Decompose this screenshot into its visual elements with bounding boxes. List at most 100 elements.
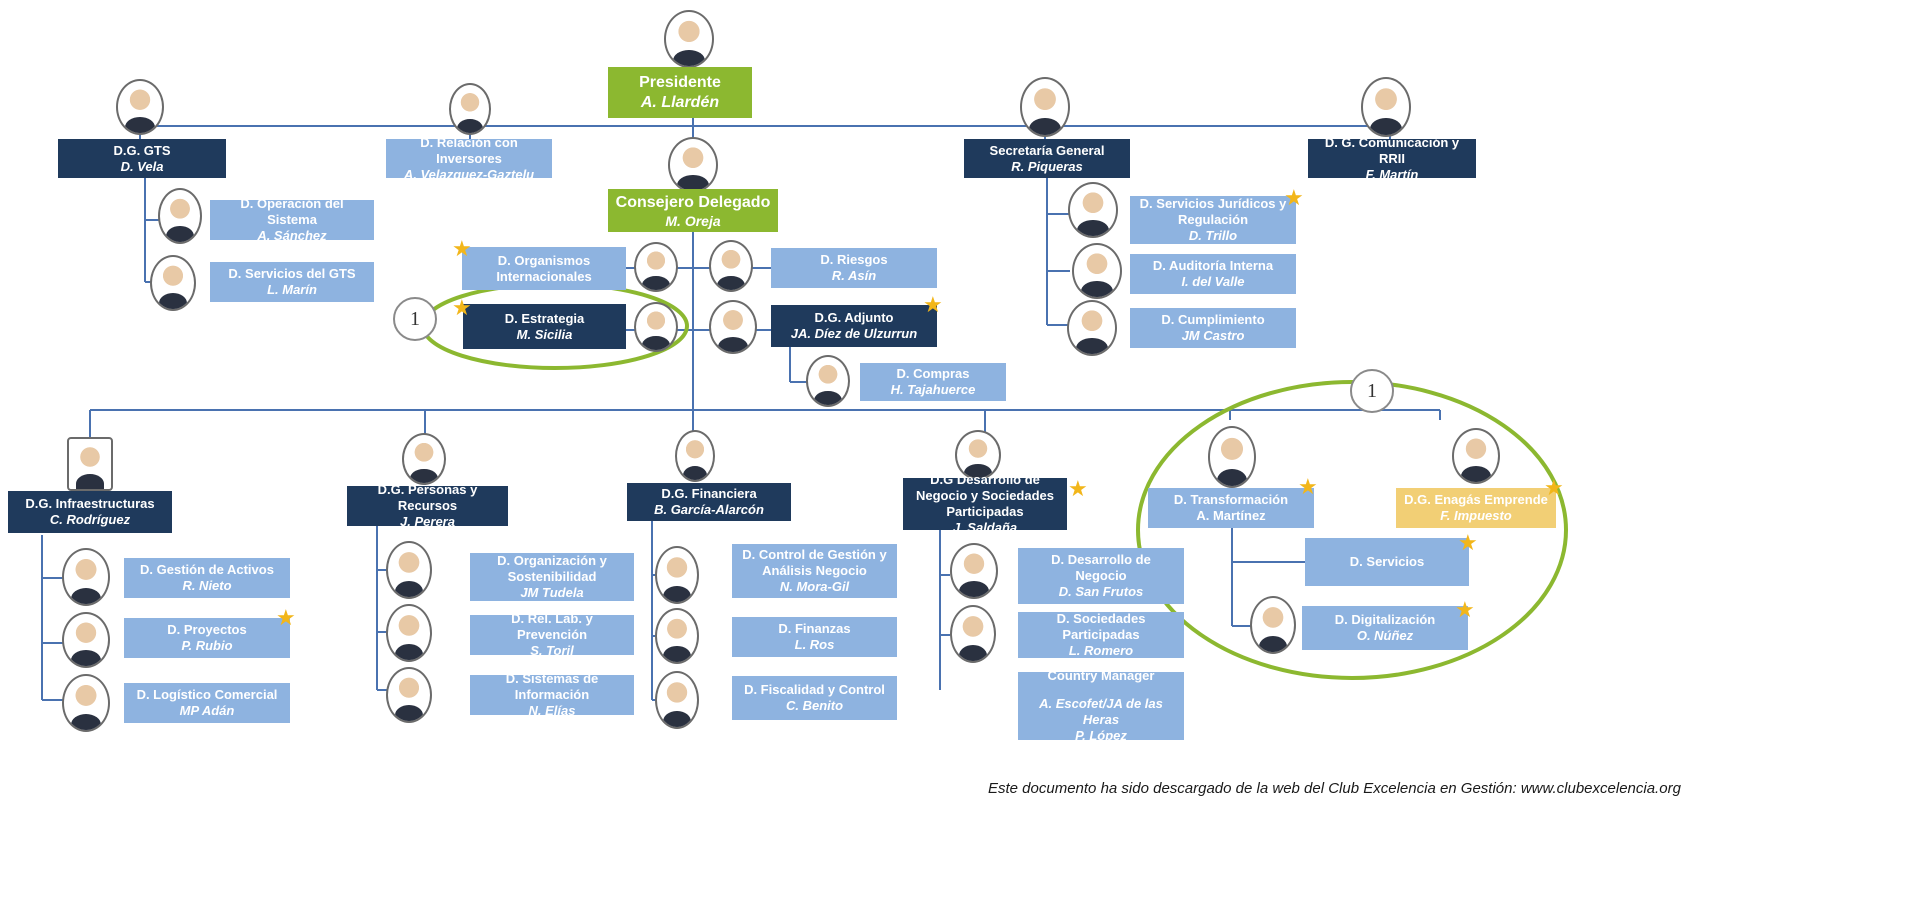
node-title: D. Fiscalidad y Control — [744, 682, 885, 697]
node-title: Secretaría General — [989, 142, 1105, 158]
node-title: D. G. Comunicación y RRII — [1324, 134, 1460, 166]
node-person: C. Rodríguez — [49, 512, 131, 527]
portrait-photo — [634, 242, 678, 292]
star-icon: ★ — [1298, 475, 1318, 500]
portrait-photo — [709, 300, 757, 354]
node-control-gestion: D. Control de Gestión y Análisis Negocio… — [732, 544, 897, 598]
node-title: D. Organismos Internacionales — [496, 252, 592, 284]
portrait-photo — [386, 667, 432, 723]
node-person: A. Sánchez — [257, 228, 327, 243]
node-enagas-emprende: D.G. Enagás Emprende F. Impuesto — [1396, 488, 1556, 528]
node-person: JM Castro — [1181, 328, 1245, 343]
portrait-photo — [950, 605, 996, 663]
star-icon: ★ — [452, 296, 472, 321]
node-comunicacion: D. G. Comunicación y RRII F. Martín — [1308, 135, 1476, 182]
node-cumplimiento: D. Cumplimiento JM Castro — [1130, 308, 1296, 348]
star-icon: ★ — [1458, 531, 1478, 556]
node-person: M. Oreja — [665, 212, 721, 229]
node-transformacion: D. Transformación A. Martínez — [1148, 488, 1314, 528]
portrait-photo — [709, 240, 753, 292]
node-title: D. Servicios Jurídicos y Regulación — [1139, 196, 1287, 227]
node-person: N. Elías — [528, 703, 576, 718]
node-person: N. Mora-Gil — [779, 579, 850, 594]
node-title: D. Rel. Lab. y Prevención — [511, 611, 593, 642]
node-organismos-internacionales: D. Organismos Internacionales — [462, 247, 626, 290]
node-title: D. Desarrollo de Negocio — [1051, 552, 1151, 583]
node-title: Consejero Delegado — [615, 193, 771, 211]
portrait-photo — [158, 188, 202, 244]
star-icon: ★ — [452, 237, 472, 262]
node-consejero-delegado: Consejero Delegado M. Oreja — [608, 189, 778, 232]
star-icon: ★ — [1544, 476, 1564, 501]
node-person: D. San Frutos — [1058, 584, 1144, 599]
star-icon: ★ — [1284, 186, 1304, 211]
node-title: D.G. Enagás Emprende — [1404, 492, 1548, 507]
portrait-photo — [675, 430, 715, 482]
node-person: F. Impuesto — [1440, 508, 1512, 523]
node-compras: D. Compras H. Tajahuerce — [860, 363, 1006, 401]
star-icon: ★ — [276, 606, 296, 631]
callout-badge: 1 — [393, 297, 437, 341]
node-title: D. Operación del Sistema — [240, 196, 344, 227]
node-servicios-juridicos: D. Servicios Jurídicos y Regulación D. T… — [1130, 196, 1296, 244]
portrait-photo — [449, 83, 491, 135]
node-person: R. Asín — [831, 268, 877, 283]
node-title: D.G. Adjunto — [814, 310, 894, 325]
node-person: JM Tudela — [520, 585, 584, 600]
node-title: D. Sociedades Participadas — [1056, 611, 1146, 642]
node-person: A. Llardén — [640, 93, 720, 111]
node-person: J. Perera — [400, 514, 455, 529]
node-title: D. Cumplimiento — [1161, 312, 1265, 327]
node-title: D. Gestión de Activos — [140, 562, 274, 577]
node-title: D.G. Infraestructuras — [25, 496, 155, 511]
portrait-photo — [1361, 77, 1411, 137]
portrait-photo — [950, 543, 998, 599]
node-title: D. Estrategia — [504, 310, 585, 326]
node-title: D.G. Financiera — [661, 486, 757, 501]
node-title: Presidente — [639, 73, 721, 91]
node-person: R. Nieto — [182, 578, 232, 593]
node-dg-infraestructuras: D.G. Infraestructuras C. Rodríguez — [8, 491, 172, 533]
node-country-manager: Country Manager A. Escofet/JA de las Her… — [1018, 668, 1184, 743]
node-title: D. Digitalización — [1334, 612, 1436, 627]
node-person: D. Trillo — [1188, 228, 1238, 243]
node-person: F. Martín — [1365, 166, 1419, 182]
node-person: I. del Valle — [1181, 274, 1245, 289]
node-person: JA. Díez de Ulzurrun — [790, 326, 918, 341]
node-person: R. Piqueras — [1011, 158, 1083, 174]
node-relacion-inversores: D. Relación con Inversores A. Velazquez-… — [386, 135, 552, 182]
node-dg-gts: D.G. GTS D. Vela — [58, 139, 226, 178]
node-rel-lab-prevencion: D. Rel. Lab. y Prevención S. Toril — [470, 611, 634, 658]
node-person: P. Rubio — [181, 638, 233, 653]
node-title: D.G Desarrollo de Negocio y Sociedades P… — [916, 472, 1054, 519]
node-riesgos: D. Riesgos R. Asín — [771, 248, 937, 288]
node-person: L. Ros — [794, 637, 835, 652]
portrait-photo — [1208, 426, 1256, 488]
node-person: C. Benito — [785, 698, 844, 713]
node-person: MP Adán — [179, 703, 235, 718]
node-person: L. Romero — [1068, 643, 1134, 658]
node-finanzas: D. Finanzas L. Ros — [732, 617, 897, 657]
node-sociedades-participadas: D. Sociedades Participadas L. Romero — [1018, 611, 1184, 658]
node-title: D. Organización y Sostenibilidad — [497, 553, 607, 584]
node-person: A. Velazquez-Gaztelu — [403, 166, 535, 182]
star-icon: ★ — [1068, 477, 1088, 502]
portrait-photo — [150, 255, 196, 311]
node-organizacion-sostenibilidad: D. Organización y Sostenibilidad JM Tude… — [470, 553, 634, 601]
portrait-photo — [62, 674, 110, 732]
node-desarrollo-negocio: D. Desarrollo de Negocio D. San Frutos — [1018, 548, 1184, 604]
node-dg-adjunto: D.G. Adjunto JA. Díez de Ulzurrun — [771, 305, 937, 347]
portrait-photo — [655, 608, 699, 664]
node-logistico-comercial: D. Logístico Comercial MP Adán — [124, 683, 290, 723]
node-title: D. Sistemas de Información — [505, 671, 599, 702]
node-proyectos: D. Proyectos P. Rubio — [124, 618, 290, 658]
node-fiscalidad-control: D. Fiscalidad y Control C. Benito — [732, 676, 897, 720]
star-icon: ★ — [923, 293, 943, 318]
node-title: D. Riesgos — [820, 252, 888, 267]
node-title: D. Control de Gestión y Análisis Negocio — [742, 547, 887, 578]
node-person: J. Saldaña — [952, 520, 1018, 535]
node-dg-desarrollo-negocio: D.G Desarrollo de Negocio y Sociedades P… — [903, 472, 1067, 535]
node-title: D. Relación con Inversores — [420, 134, 518, 166]
portrait-photo — [668, 137, 718, 193]
